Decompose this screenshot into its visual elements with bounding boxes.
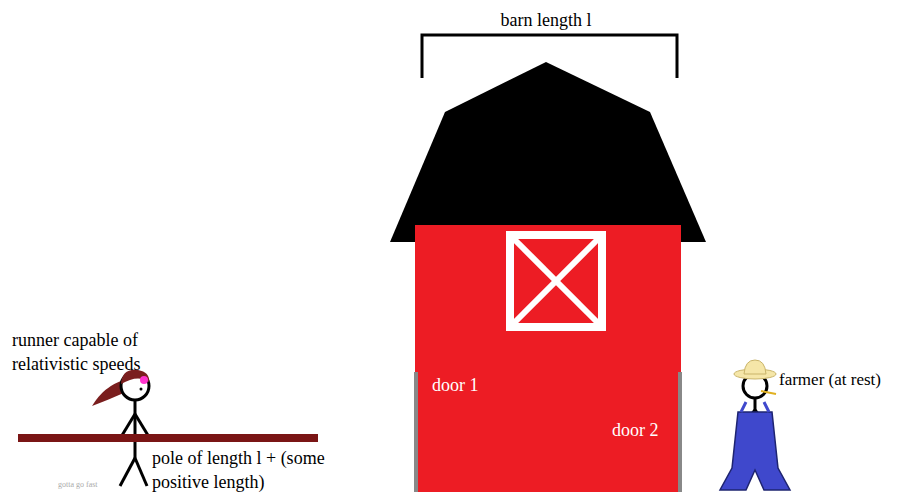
door-2-edge	[678, 372, 682, 492]
hair-bow	[140, 376, 148, 384]
annotation: barn length l	[501, 8, 592, 32]
runner-body	[134, 400, 137, 458]
barn-wall	[415, 225, 681, 492]
window-cross	[512, 237, 600, 325]
straw	[761, 391, 776, 394]
annotation: farmer (at rest)	[779, 368, 881, 392]
annotation: pole of length l + (some positive length…	[152, 446, 362, 492]
runner-arm	[135, 414, 149, 437]
runner-eye	[140, 388, 143, 391]
runner-arm	[121, 414, 135, 437]
farmer-overalls	[720, 412, 790, 490]
annotation: gotta go fast	[58, 480, 98, 490]
overall-strap	[741, 402, 746, 412]
barn-window	[510, 235, 602, 327]
annotation: runner capable of relativistic speeds	[12, 328, 164, 376]
runner-leg	[120, 458, 135, 486]
door-label: door 2	[612, 418, 659, 442]
door-label: door 1	[432, 373, 479, 397]
window-cross	[512, 237, 600, 325]
overall-strap	[764, 402, 769, 412]
barn-roof	[390, 62, 706, 242]
door-1-edge	[414, 372, 418, 492]
barn-body: door 1 door 2	[415, 225, 681, 492]
hat-crown	[744, 360, 766, 374]
runner-leg	[135, 458, 147, 486]
pole	[18, 434, 318, 442]
